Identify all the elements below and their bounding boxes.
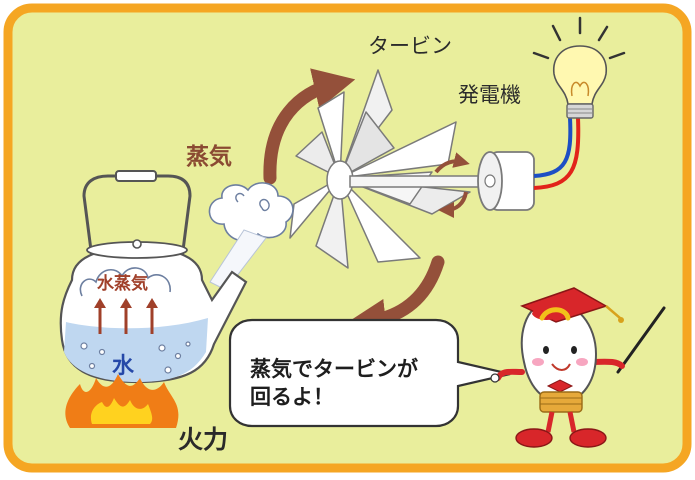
- kettle-icon: [59, 170, 248, 384]
- flame-icon: [65, 374, 179, 428]
- turbine-label: タービン: [368, 34, 452, 58]
- generator-icon: [477, 151, 535, 211]
- wire-blue: [533, 117, 573, 178]
- wire-red: [533, 117, 581, 190]
- steam-cloud-icon: [208, 182, 294, 242]
- speech-bubble: [228, 318, 511, 428]
- light-bulb-icon: [532, 16, 626, 119]
- shaft-arrow-lower: [438, 191, 468, 218]
- turbine-shaft: [349, 175, 497, 188]
- water-vapour-label: 水蒸気: [97, 274, 148, 294]
- speech-bubble-line-2: 回るよ！: [250, 385, 334, 409]
- fire-label: 火力: [178, 425, 229, 454]
- rising-arrows: [94, 298, 158, 334]
- turbine-icon: [289, 69, 471, 269]
- mascot-icon: [490, 287, 666, 448]
- speech-bubble-line-1: 蒸気でタービンが: [250, 357, 418, 381]
- vapour-outline: [79, 267, 171, 297]
- generator-label: 発電機: [458, 83, 521, 107]
- water-label: 水: [112, 354, 135, 379]
- rotation-arrow-top: [263, 68, 356, 185]
- speech-bubble-text: 蒸気でタービンが 回るよ！: [250, 355, 450, 411]
- steam-label: 蒸気: [186, 144, 232, 170]
- shaft-arrow-upper: [434, 152, 470, 174]
- water-bubbles: [80, 341, 191, 374]
